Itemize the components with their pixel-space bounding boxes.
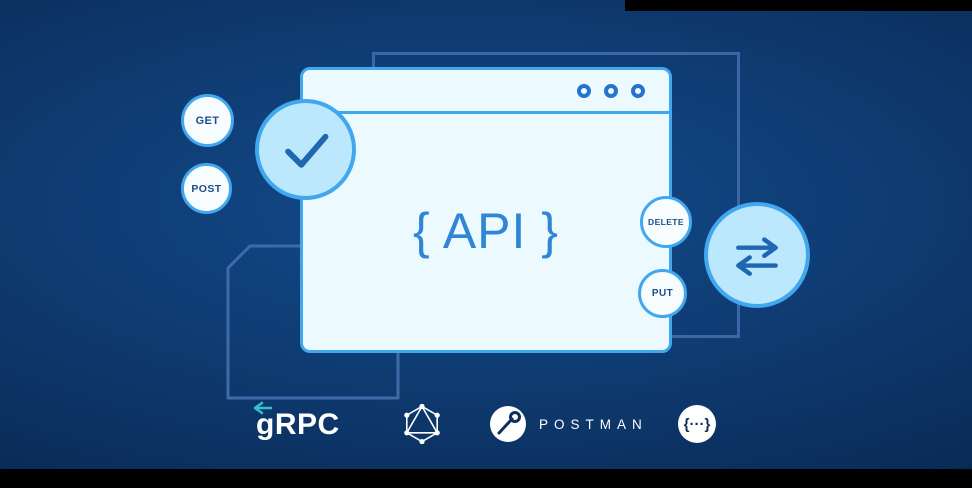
api-title: { API } [412,202,559,259]
badge-get: GET [181,94,234,147]
badge-get-label: GET [195,114,220,127]
braces-api-icon: {···} [678,405,716,443]
badge-delete-label: DELETE [648,217,684,227]
window-dot-icon [577,83,591,98]
letterbox-bar-bottom [0,469,972,488]
badge-delete: DELETE [640,196,692,248]
grpc-logo-text: gRPC [256,408,340,441]
browser-window-body: { API } [303,114,669,347]
checkmark-icon [284,133,328,168]
window-dot-icon [631,83,645,98]
grpc-logo: gRPC [253,401,340,446]
badge-post-label: POST [191,182,222,195]
postman-logo-text: POSTMAN [539,416,648,432]
badge-put-label: PUT [651,288,674,299]
transfer-arrows-circle [704,202,810,308]
graphql-logo-icon [404,404,440,444]
transfer-arrows-icon [736,237,778,276]
grpc-arrow-icon [253,401,272,415]
letterbox-bar-top [625,0,972,11]
braces-api-glyph: {···} [683,415,711,433]
postman-logo: POSTMAN [490,406,648,442]
browser-window: { API } [300,67,672,353]
badge-put: PUT [638,269,687,318]
window-dot-icon [604,83,618,98]
checkmark-circle [255,99,356,200]
postman-logo-icon [490,406,526,442]
badge-post: POST [181,163,232,214]
browser-titlebar [303,70,669,114]
